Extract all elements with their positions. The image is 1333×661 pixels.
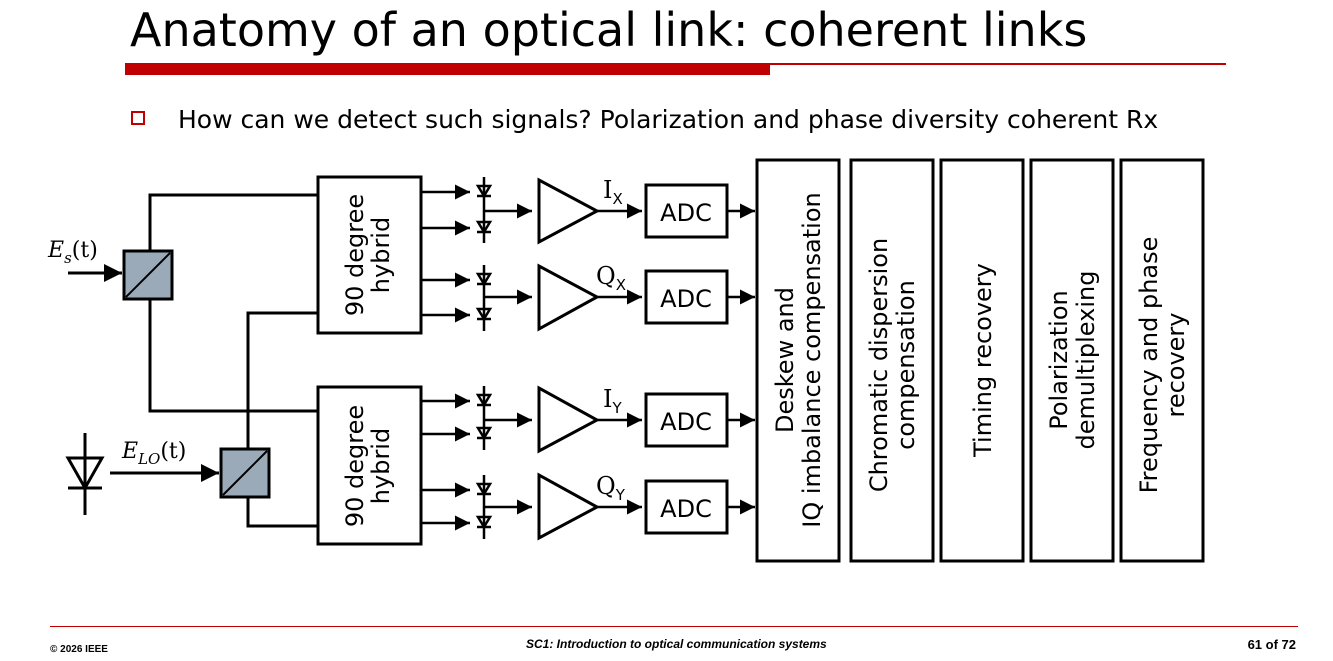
channel-iy-label: IY: [603, 385, 622, 417]
hybrid-bottom: 90 degree hybrid: [316, 385, 423, 546]
dsp-block-cd: [849, 158, 935, 563]
dsp-cd-label-1: Chromatic dispersion: [865, 238, 893, 492]
footer-rule: [50, 626, 1298, 627]
dsp-block-deskew: [755, 158, 841, 563]
hybrid-top-label-1: 90 degree: [341, 194, 369, 316]
title-underline-thick: [125, 63, 770, 75]
dsp-carrier-label-1: Frequency and phase: [1135, 237, 1163, 494]
signal-field-label: Es(t): [47, 238, 98, 267]
dsp-pol-label-2: demultiplexing: [1072, 271, 1100, 450]
channel-ix: IX ADC: [421, 176, 755, 245]
signal-to-bottom-hybrid-wire: [148, 299, 318, 413]
channel-ix-label: IX: [603, 176, 623, 208]
footer-course-title: SC1: Introduction to optical communicati…: [526, 637, 827, 651]
lo-to-bottom-hybrid-wire: [246, 497, 318, 528]
channel-iy: IY ADC: [421, 385, 755, 454]
lo-splitter: [219, 447, 271, 499]
adc-qy-label: ADC: [660, 495, 712, 523]
hybrid-top-label-2: hybrid: [367, 217, 395, 293]
channel-qy-label: QY: [596, 472, 626, 504]
channel-qx: QX ADC: [421, 262, 755, 332]
lo-field-label: ELO(t): [121, 439, 186, 468]
dsp-block-pol: [1029, 158, 1115, 563]
lo-to-top-hybrid-wire: [246, 311, 318, 449]
dsp-cd-label-2: compensation: [892, 280, 920, 450]
dsp-deskew-label-2: IQ imbalance compensation: [798, 192, 826, 527]
adc-iy-label: ADC: [660, 408, 712, 436]
bullet-square-icon: [131, 111, 145, 125]
signal-to-top-hybrid-wire: [148, 193, 318, 251]
dsp-timing-label-1: Timing recovery: [969, 263, 997, 458]
dsp-deskew-label-1: Deskew and: [771, 287, 799, 433]
optical-wiring: [68, 193, 318, 528]
title-underline-thin: [770, 63, 1226, 65]
adc-ix-label: ADC: [660, 199, 712, 227]
signal-splitter: [122, 249, 174, 301]
adc-qx-label: ADC: [660, 285, 712, 313]
dsp-block-timing: [939, 158, 1025, 563]
dsp-pol-label-1: Polarization: [1045, 290, 1073, 430]
channel-qx-label: QX: [596, 262, 626, 294]
hybrid-top: 90 degree hybrid: [316, 175, 423, 335]
channel-qy: QY ADC: [421, 472, 755, 541]
hybrid-bottom-label-2: hybrid: [367, 428, 395, 504]
bullet-text: How can we detect such signals? Polariza…: [178, 105, 1159, 134]
dsp-carrier-label-2: recovery: [1162, 312, 1190, 417]
dsp-block-carrier: [1119, 158, 1205, 563]
slide-title: Anatomy of an optical link: coherent lin…: [130, 3, 1088, 57]
footer-page-number: 61 of 72: [1247, 637, 1296, 652]
laser-diode-icon: [65, 433, 105, 515]
hybrid-bottom-label-1: 90 degree: [341, 405, 369, 527]
footer-copyright: © 2026 IEEE: [50, 644, 108, 655]
